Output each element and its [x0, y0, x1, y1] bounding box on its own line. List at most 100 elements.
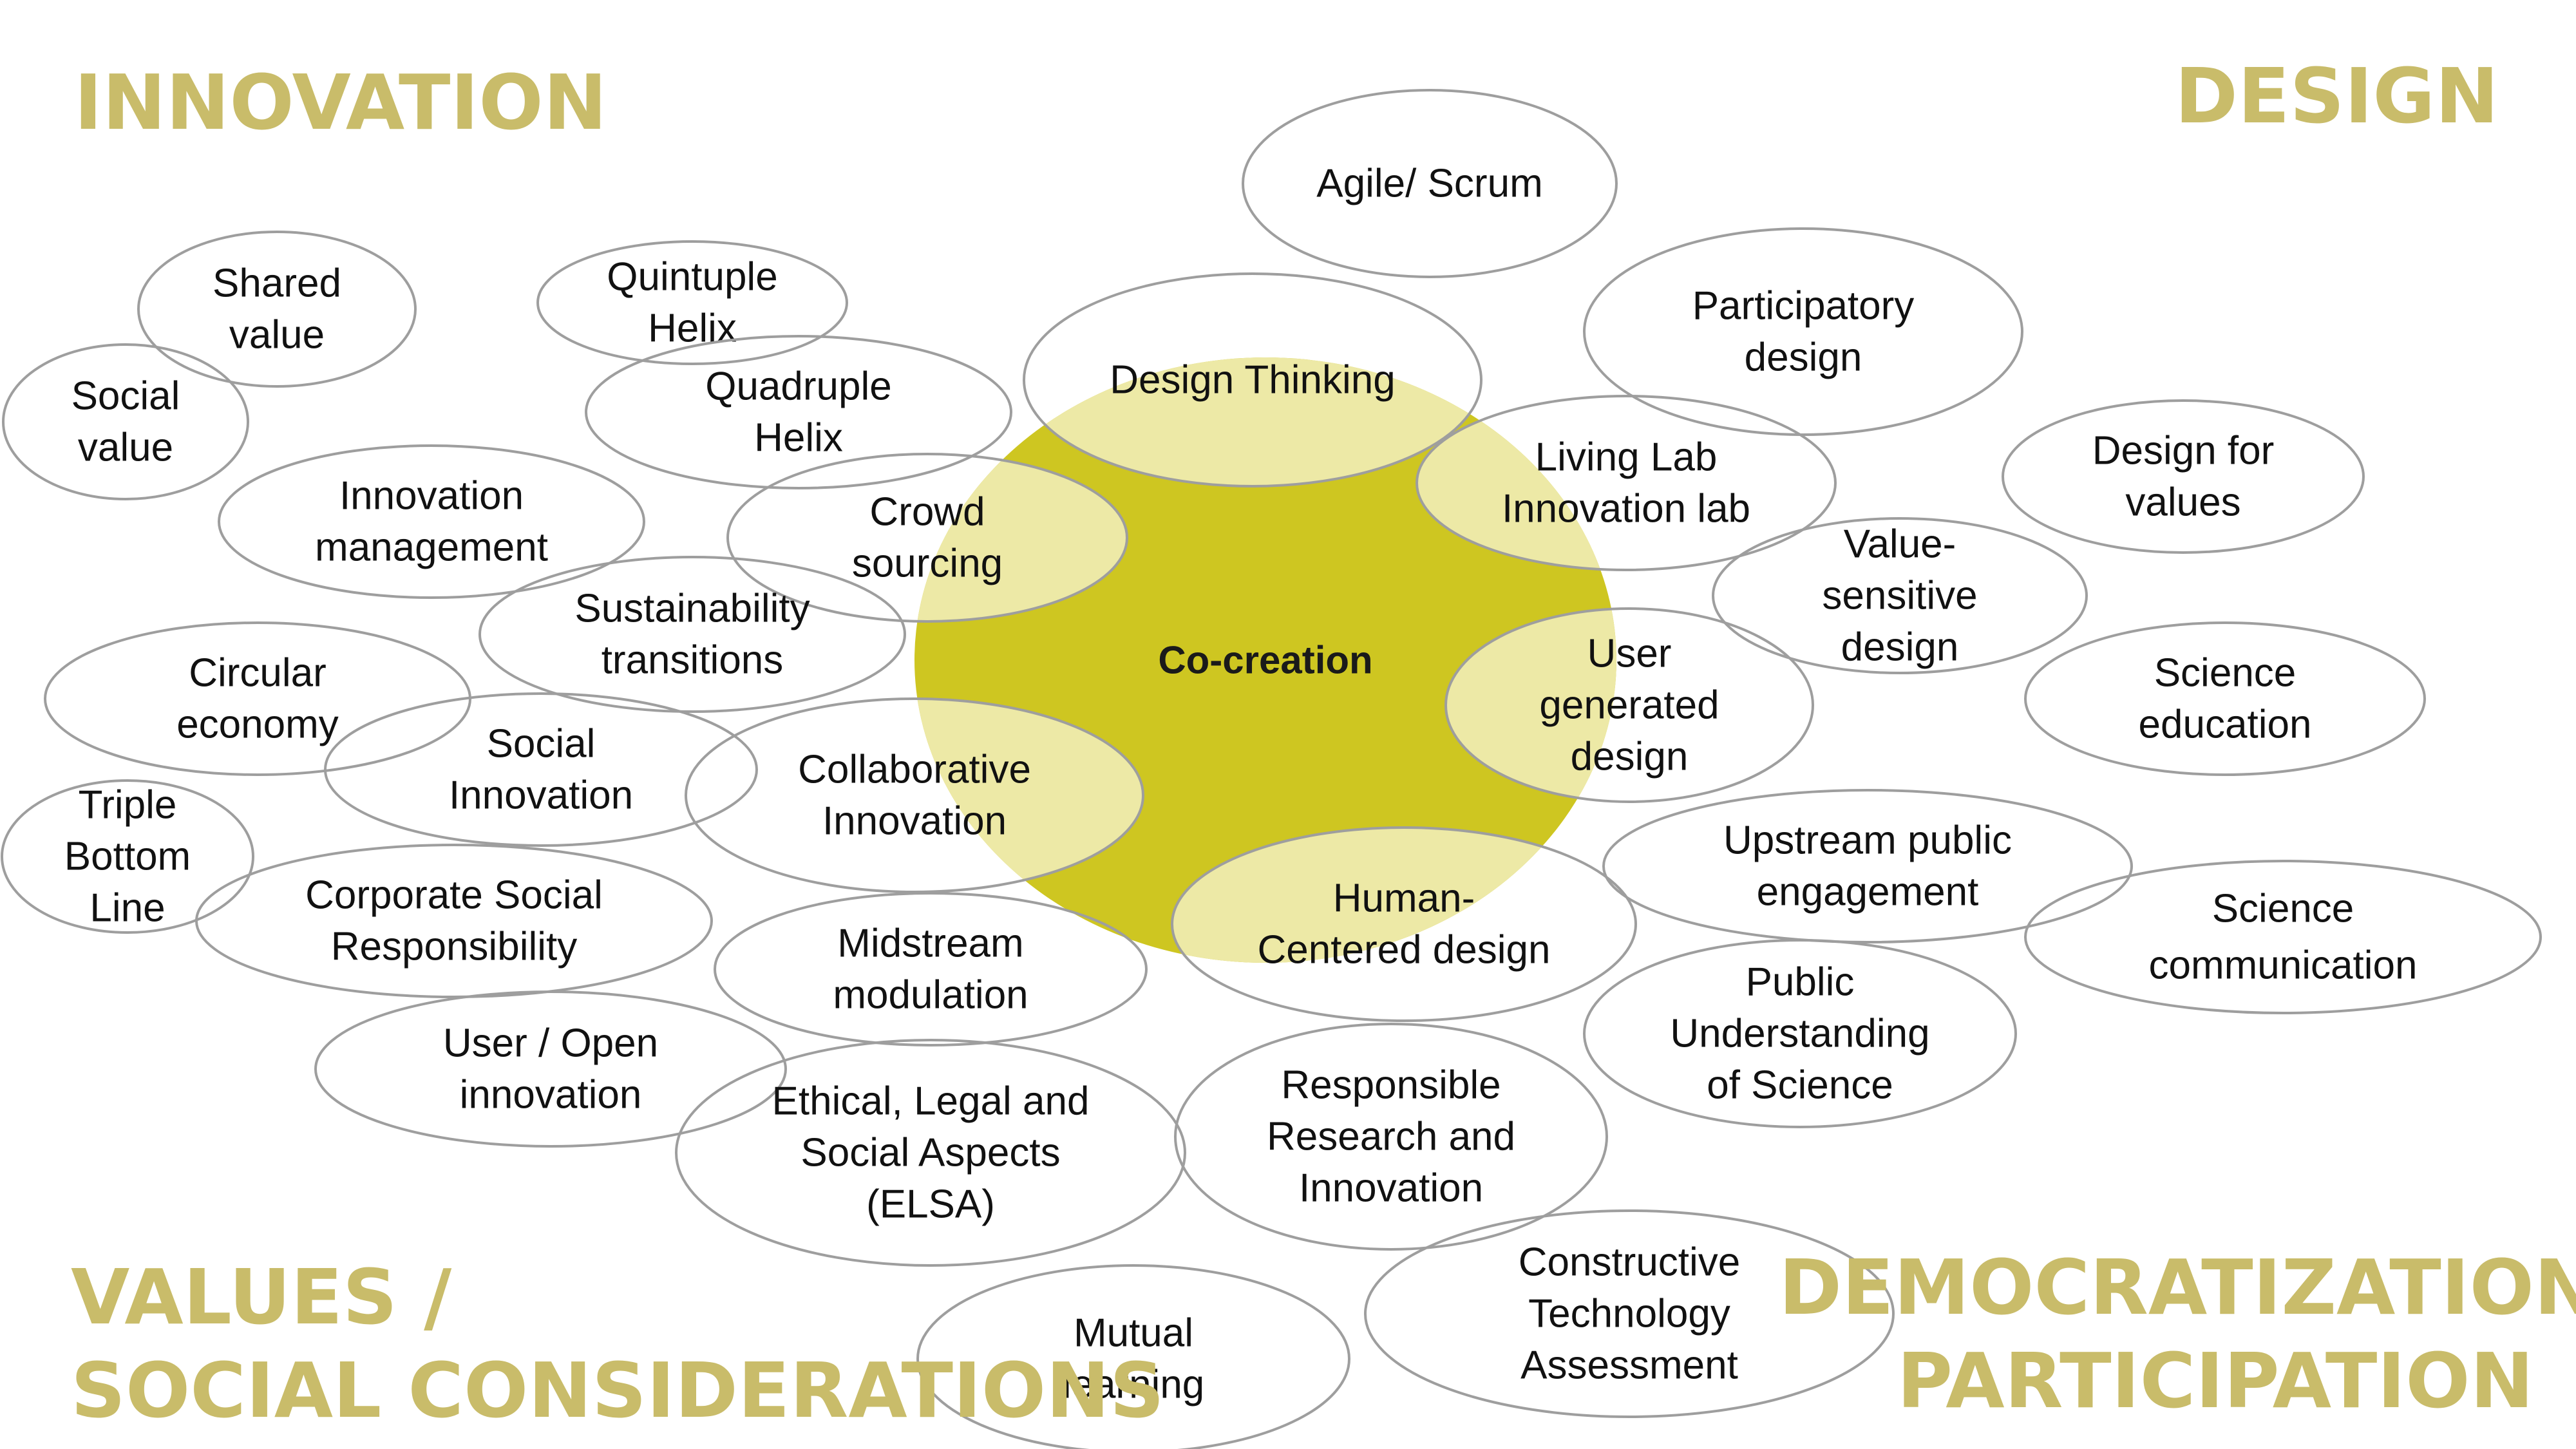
bubble-outline-design-thinking	[1023, 272, 1482, 488]
bubble-label: design	[1571, 735, 1689, 779]
bubble-label: Ethical, Legal and	[772, 1079, 1090, 1124]
bubble-label: (ELSA)	[866, 1182, 995, 1227]
corner-line: DESIGN	[2175, 52, 2499, 140]
bubble-label: Innovation lab	[1502, 487, 1750, 531]
bubble-label: Science	[2212, 887, 2354, 931]
bubble-label: Technology	[1528, 1292, 1730, 1336]
bubble-label: Social	[71, 374, 180, 419]
bubble-value-sensitive-design: Value-sensitive design	[1712, 517, 2088, 674]
bubble-outline-triple-bottom-line	[1, 779, 254, 934]
bubble-outline-circular-economy	[44, 621, 471, 776]
bubble-label: Research and	[1267, 1115, 1515, 1159]
bubble-label: Social	[487, 722, 596, 766]
bubble-label: Constructive	[1519, 1240, 1741, 1285]
bubble-label: Innovation	[822, 799, 1007, 844]
bubble-label: Value-	[1844, 522, 1956, 567]
bubble-label: Innovation	[1299, 1166, 1483, 1211]
category-innovation: INNOVATION	[74, 58, 607, 147]
category-values-social-considerations: VALUES /SOCIAL CONSIDERATIONS	[71, 1253, 1164, 1435]
bubble-label: Design for	[2092, 429, 2275, 473]
bubble-label: communication	[2149, 943, 2418, 988]
bubble-label: innovation	[460, 1073, 642, 1117]
bubble-label: economy	[176, 703, 339, 747]
bubble-science-education: Science education	[2024, 621, 2426, 776]
bubble-outline-design-for-values	[2002, 399, 2365, 554]
bubble-label: Corporate Social	[305, 873, 603, 918]
bubble-label: Helix	[754, 416, 843, 460]
bubble-outline-innovation-management	[218, 444, 645, 599]
bubble-outline-constructive-technology-assessment	[1364, 1209, 1895, 1418]
bubble-outline-upstream-public-engagement	[1602, 789, 2133, 943]
bubble-label: Sustainability	[574, 587, 810, 631]
corner-line: VALUES /	[71, 1253, 452, 1341]
bubble-label: Innovation	[339, 474, 524, 518]
bubble-label: Design Thinking	[1110, 358, 1395, 402]
bubble-label: design	[1841, 625, 1959, 670]
corner-line: DEMOCRATIZATION /	[1779, 1243, 2576, 1332]
bubble-label: Quadruple	[705, 365, 892, 409]
bubble-overlap-design-thinking	[1024, 357, 1481, 486]
bubble-design-thinking: Design Thinking	[1023, 272, 1482, 488]
bubble-label: Public	[1746, 960, 1855, 1005]
bubble-outline-public-understanding-of-science	[1583, 939, 2017, 1128]
bubble-outline-sustainability-transitions	[478, 556, 906, 713]
bubble-label: Upstream public	[1723, 819, 2012, 863]
bubble-upstream-public-engagement: Upstream public engagement	[1602, 789, 2133, 943]
bubble-outline-value-sensitive-design	[1712, 517, 2088, 674]
bubble-outline-quintuple-helix	[536, 240, 848, 365]
bubble-label: Participatory	[1692, 284, 1915, 328]
bubble-outline-crowd-sourcing	[726, 453, 1128, 623]
bubble-outline-user-generated-design	[1444, 607, 1814, 803]
bubble-label: design	[1745, 336, 1862, 380]
bubble-label: Centered design	[1258, 928, 1551, 972]
bubble-outline-human-centered-design	[1171, 826, 1637, 1022]
bubble-outline-corporate-social-responsibility	[195, 844, 713, 998]
bubble-label: of Science	[1707, 1063, 1893, 1108]
bubble-label: Bottom	[64, 835, 191, 879]
bubble-label: sourcing	[852, 542, 1003, 586]
bubble-outline-science-education	[2024, 621, 2426, 776]
bubble-label: engagement	[1757, 870, 1979, 914]
bubble-outline-user-open-innovation	[314, 990, 787, 1148]
category-democratization-participation: DEMOCRATIZATION /PARTICIPATION	[1779, 1243, 2576, 1425]
bubble-agile-scrum: Agile/ Scrum	[1242, 89, 1618, 278]
bubble-outline-collaborative-innovation	[685, 697, 1144, 893]
bubble-human-centered-design: Human-Centered design	[1171, 826, 1637, 1022]
bubble-social-value: Social value	[2, 343, 249, 500]
bubble-science-communication: Science communication	[2024, 860, 2542, 1014]
bubble-label: Science	[2154, 651, 2297, 696]
corner-line: SOCIAL CONSIDERATIONS	[71, 1346, 1164, 1435]
bubble-outline-quadruple-helix	[585, 335, 1012, 489]
bubble-outline-midstream-modulation	[714, 892, 1148, 1046]
bubble-outline-agile-scrum	[1242, 89, 1618, 278]
bubble-label: learning	[1063, 1363, 1205, 1407]
bubble-outline-rri	[1174, 1023, 1608, 1251]
bubble-label: sensitive	[1822, 574, 1977, 618]
bubble-label: Crowd	[869, 490, 985, 535]
bubble-label: management	[315, 526, 548, 570]
bubble-label: values	[2125, 480, 2240, 525]
bubble-outline-living-lab	[1416, 395, 1837, 571]
bubble-label: Living Lab	[1535, 435, 1718, 480]
bubble-label: User	[1587, 632, 1672, 676]
bubble-label: value	[78, 426, 173, 470]
bubble-label: Agile/ Scrum	[1316, 162, 1542, 206]
bubble-innovation-management: Innovation management	[218, 444, 645, 599]
center-label: Co-creation	[1158, 639, 1372, 682]
corner-line: PARTICIPATION	[1897, 1336, 2534, 1425]
bubble-label: education	[2139, 703, 2312, 747]
bubble-outline-social-value	[2, 343, 249, 500]
bubble-overlap-user-generated-design	[1446, 609, 1616, 802]
bubble-design-for-values: Design for values	[2002, 399, 2365, 554]
